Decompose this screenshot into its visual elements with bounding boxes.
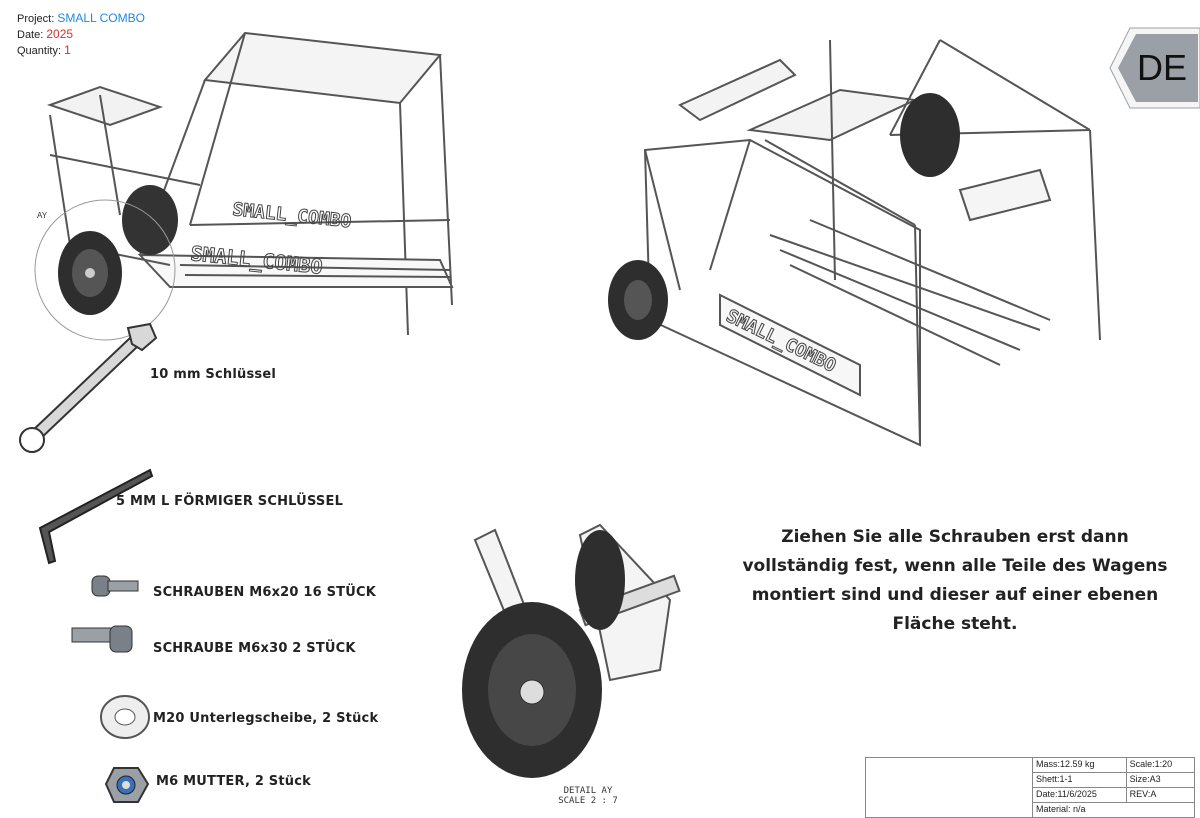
detail-marker: AY — [37, 211, 48, 220]
detail-caption-title: DETAIL AY — [563, 786, 613, 796]
title-block-scale: Scale:1:20 — [1125, 757, 1196, 773]
title-block-size: Size:A3 — [1125, 772, 1196, 788]
frame-text-plate: SMALL_COMBO — [723, 306, 839, 377]
title-block-sheet: Shett:1-1 — [1032, 772, 1127, 788]
detail-wheel-drawing — [462, 523, 681, 778]
frame-text-back: SMALL_COMBO — [231, 199, 352, 232]
bolt-long-icon — [71, 625, 133, 653]
exploded-rear-wheel-icon — [900, 93, 960, 177]
bolt-short-icon — [91, 575, 139, 597]
project-value: SMALL COMBO — [57, 11, 145, 25]
title-block-rev: REV:A — [1125, 787, 1196, 803]
l-key-label: 5 MM L FÖRMIGER SCHLÜSSEL — [116, 494, 344, 509]
quantity-label: Quantity: — [17, 45, 62, 57]
language-badge-text: DE — [1137, 47, 1187, 88]
part-label-bolt-short: SCHRAUBEN M6x20 16 STÜCK — [153, 585, 377, 600]
project-label: Project: — [17, 13, 55, 25]
wrench-icon — [19, 322, 158, 453]
title-block: Mass:12.59 kg Scale:1:20 Shett:1-1 Size:… — [865, 757, 1196, 818]
project-meta: Project: SMALL COMBO Date: 2025 Quantity… — [17, 11, 145, 59]
detail-caption-scale: SCALE 2 : 7 — [558, 796, 618, 806]
date-label: Date: — [17, 29, 44, 41]
title-block-date: Date:11/6/2025 — [1032, 787, 1127, 803]
part-label-washer: M20 Unterlegscheibe, 2 Stück — [153, 711, 379, 726]
exploded-cart-drawing: SMALL_COMBO — [608, 39, 1101, 447]
assembled-cart-drawing: SMALL_COMBO SMALL_COMBO AY — [34, 31, 454, 341]
title-block-material: Material: n/a — [1032, 802, 1195, 818]
title-block-mass: Mass:12.59 kg — [1032, 757, 1127, 773]
assembly-note: Ziehen Sie alle Schrauben erst dann voll… — [742, 527, 1168, 634]
part-label-bolt-long: SCHRAUBE M6x30 2 STÜCK — [153, 641, 356, 656]
rear-wheel-icon — [122, 185, 178, 255]
quantity-value: 1 — [64, 43, 71, 57]
detail-caption: DETAIL AY SCALE 2 : 7 — [548, 786, 628, 806]
l-key-icon — [38, 468, 154, 565]
date-value: 2025 — [46, 27, 74, 41]
wrench-label: 10 mm Schlüssel — [150, 367, 277, 382]
nut-icon — [104, 767, 150, 803]
language-badge: DE — [1109, 27, 1200, 109]
part-label-nut: M6 MUTTER, 2 Stück — [156, 774, 311, 789]
washer-icon — [100, 695, 150, 739]
